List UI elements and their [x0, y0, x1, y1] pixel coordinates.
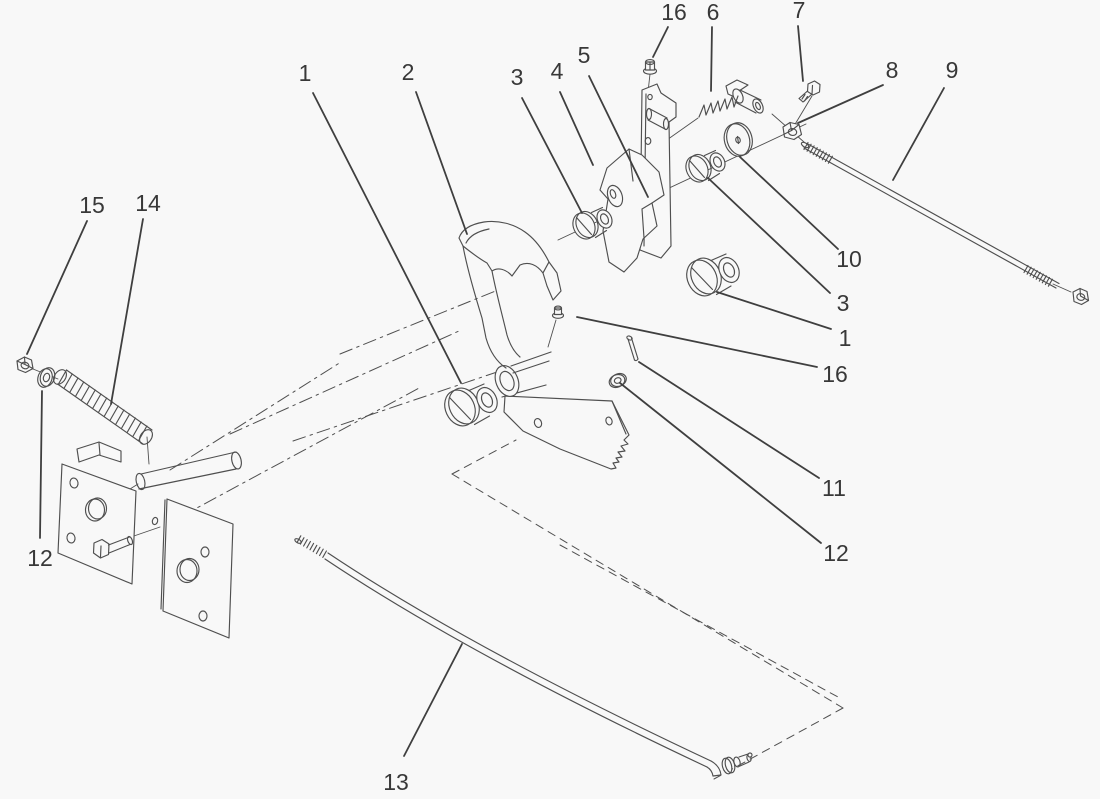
compression-spring-6 [698, 95, 739, 118]
callout-5: 5 [578, 42, 649, 198]
bushing-3-left [572, 206, 613, 240]
leader-line [797, 25, 804, 82]
callout-label: 5 [578, 42, 591, 68]
bracket-plate-front [57, 463, 137, 585]
callout-11: 11 [638, 361, 846, 501]
callout-label: 1 [299, 60, 312, 86]
leader-line [403, 643, 463, 757]
phantom-panel-outline [451, 439, 844, 780]
callout-10: 10 [739, 156, 862, 272]
bracket-plate-rear [162, 498, 234, 639]
leader-line [559, 91, 594, 166]
bracket-tab [76, 441, 122, 463]
callout-label: 12 [823, 540, 849, 566]
callout-label: 3 [837, 290, 850, 316]
axis-lines [32, 73, 1072, 538]
leader-line [576, 316, 818, 368]
bushing-1-right [686, 253, 740, 297]
pin-hole [151, 516, 159, 526]
leader-line [707, 177, 831, 294]
pivot-casting [599, 148, 665, 273]
callout-9: 9 [892, 57, 959, 181]
leader-line [716, 291, 832, 330]
hex-bolt [92, 535, 134, 559]
callout-8: 8 [797, 57, 899, 124]
lever-hub-tube [494, 351, 552, 398]
flange-nut-9-end [1072, 287, 1090, 306]
leader-line [39, 390, 43, 539]
control-rod-9 [800, 141, 1090, 306]
leader-line [521, 97, 583, 214]
extension-spring [52, 369, 154, 445]
callout-13: 13 [383, 643, 463, 795]
leader-line [892, 87, 945, 181]
callout-label: 9 [946, 57, 959, 83]
leader-line [415, 91, 468, 235]
callout-label: 11 [822, 475, 846, 501]
mounting-bracket [57, 441, 242, 639]
callout-16: 16 [652, 0, 687, 58]
callout-label: 12 [27, 545, 53, 571]
leader-line [26, 220, 88, 355]
cotter-pin-11 [626, 335, 639, 362]
callout-6: 6 [707, 0, 720, 92]
lever-arm [462, 245, 521, 369]
sector-plate [503, 395, 630, 470]
leader-line [110, 218, 144, 405]
bushing-3-right [685, 149, 726, 183]
callout-label: 10 [836, 246, 862, 272]
callout-12: 12 [27, 390, 53, 571]
pivot-shaft [135, 451, 242, 491]
callout-label: 4 [551, 58, 564, 84]
callout-label: 1 [839, 325, 852, 351]
center-lines [169, 289, 501, 517]
leader-line [797, 84, 884, 124]
callout-label: 3 [511, 64, 524, 90]
leader-line [710, 26, 713, 92]
callout-15: 15 [26, 192, 105, 355]
leader-line [652, 26, 669, 58]
leader-line [312, 92, 462, 384]
callout-label: 16 [661, 0, 687, 25]
hook-lever [458, 220, 562, 301]
callout-1: 1 [299, 60, 462, 384]
callout-3: 3 [511, 64, 583, 214]
callout-1: 1 [716, 291, 852, 351]
hex-nut-8 [782, 121, 803, 141]
callout-label: 7 [793, 0, 806, 23]
callout-12: 12 [619, 382, 849, 566]
callout-3: 3 [707, 177, 850, 316]
callout-label: 2 [402, 59, 415, 85]
callout-14: 14 [110, 190, 161, 405]
bushing-1-left [444, 383, 498, 427]
callout-label: 6 [707, 0, 720, 25]
callout-label: 13 [383, 769, 409, 795]
callout-label: 15 [79, 192, 105, 218]
callout-2: 2 [402, 59, 468, 235]
stud-nut-16 [551, 305, 565, 319]
washer-12-left [37, 367, 56, 388]
bolt-7 [798, 80, 821, 103]
callout-7: 7 [793, 0, 806, 82]
callout-label: 16 [822, 361, 848, 387]
leader-line [739, 156, 839, 250]
rod-end-clip [721, 752, 753, 775]
callout-label: 8 [886, 57, 899, 83]
washer-10 [723, 122, 753, 157]
control-rod-13 [294, 535, 753, 777]
leader-line [588, 75, 649, 198]
callout-16: 16 [576, 316, 848, 387]
lever-assembly [444, 220, 740, 470]
leader-line [638, 361, 820, 479]
leader-line [619, 382, 822, 544]
hex-nut-15 [16, 356, 34, 374]
callout-4: 4 [551, 58, 594, 166]
callout-label: 14 [135, 190, 161, 216]
flange-nut-16-top [642, 59, 658, 75]
